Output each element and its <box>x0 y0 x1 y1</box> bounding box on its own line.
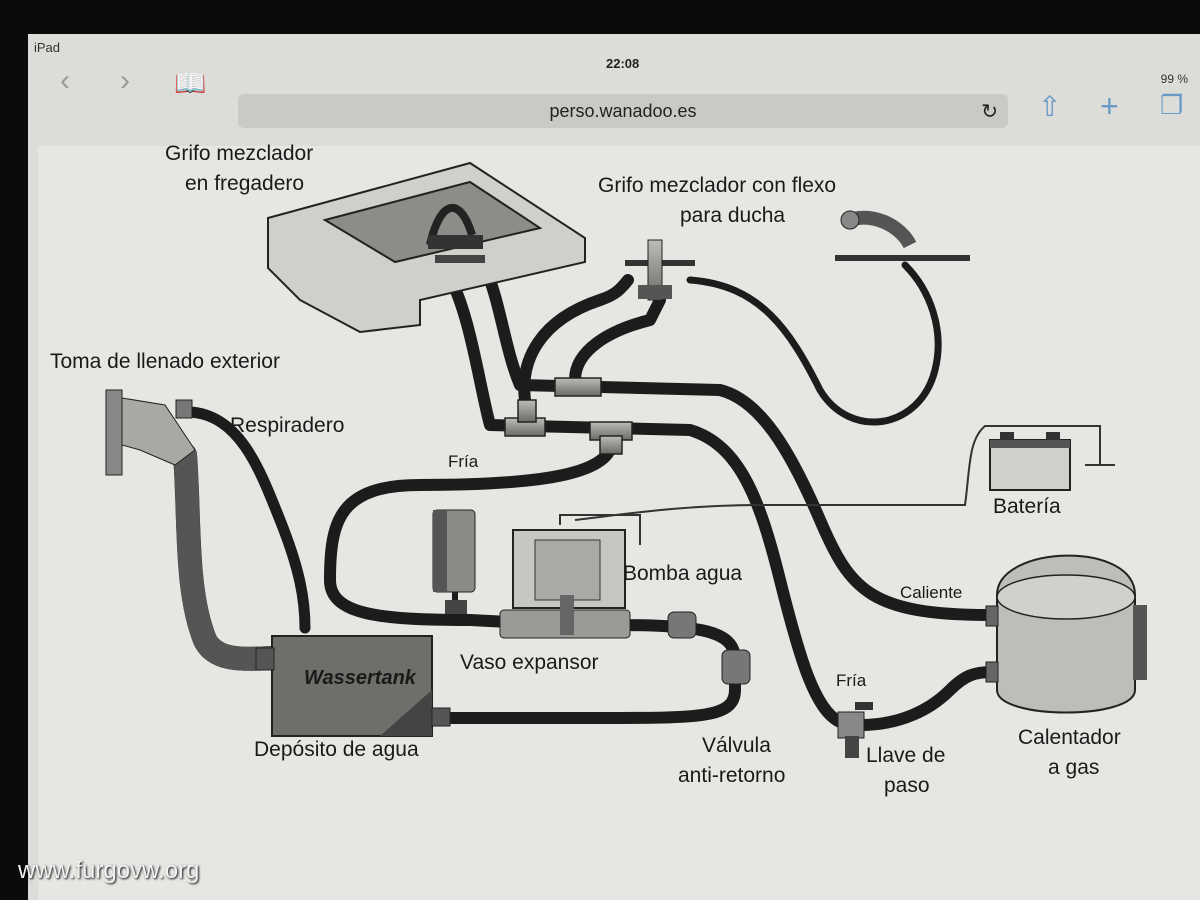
back-button[interactable]: ‹ <box>60 64 70 97</box>
fill-hose-ribs <box>173 443 282 671</box>
device-name: iPad <box>34 40 61 55</box>
browser-toolbar: ‹ › 📖 perso.wanadoo.es ↻ ⇧ + ❐ <box>28 60 1200 144</box>
status-bar: iPad 22:08 99 % <box>28 34 1200 86</box>
share-icon[interactable]: ⇧ <box>1038 91 1062 122</box>
battery-level: 99 % <box>1160 72 1188 86</box>
label-valve-1: Válvula <box>702 734 771 757</box>
tank-brand: Wassertank <box>304 667 417 689</box>
gas-heater <box>985 554 1147 714</box>
new-tab-icon[interactable]: + <box>1100 88 1119 124</box>
kitchen-sink <box>267 161 586 334</box>
label-tank: Depósito de agua <box>254 738 419 761</box>
web-content <box>38 146 1200 900</box>
cold-feed-hose <box>324 439 618 628</box>
hot-main-hose <box>479 262 996 621</box>
watermark: www.furgovw.org <box>18 857 200 884</box>
sink-faucet <box>426 203 476 246</box>
label-valve-2: anti-retorno <box>678 764 785 787</box>
label-sink-2: en fregadero <box>185 172 304 195</box>
label-expansion: Vaso expansor <box>460 651 599 674</box>
shower-mixer <box>625 239 695 301</box>
battery-wiring <box>559 425 1115 545</box>
shower-cold-hose <box>518 274 634 406</box>
url-text: perso.wanadoo.es <box>549 101 697 121</box>
fill-inlet <box>105 389 196 476</box>
battery-box <box>989 432 1071 491</box>
tabs-icon[interactable]: ❐ <box>1160 90 1184 120</box>
label-shower-2: para ducha <box>680 204 785 227</box>
bookmarks-icon[interactable]: 📖 <box>174 68 207 98</box>
label-hot: Caliente <box>900 583 962 602</box>
label-battery: Batería <box>993 495 1061 518</box>
label-shower-1: Grifo mezclador con flexo <box>598 174 836 197</box>
label-sink-1: Grifo mezclador <box>165 142 313 165</box>
reload-icon[interactable]: ↻ <box>981 101 998 123</box>
label-heater-2: a gas <box>1048 756 1099 779</box>
clock: 22:08 <box>606 56 640 71</box>
forward-button[interactable]: › <box>120 64 130 97</box>
address-bar[interactable]: perso.wanadoo.es ↻ <box>238 94 1008 128</box>
water-pump <box>499 529 631 639</box>
pipe-fittings <box>504 377 633 455</box>
label-cold-bottom: Fría <box>836 671 867 690</box>
label-stopcock-1: Llave de <box>866 744 945 767</box>
heater-cold-hose <box>854 666 998 731</box>
vent-hose <box>184 406 311 634</box>
stopcock <box>837 702 873 758</box>
label-stopcock-2: paso <box>884 774 930 797</box>
check-valve <box>667 611 751 685</box>
label-fill-inlet: Toma de llenado exterior <box>50 350 280 373</box>
label-pump: Bomba agua <box>623 562 742 585</box>
water-tank: Wassertank <box>255 635 451 737</box>
shower-head <box>835 210 970 261</box>
shower-hot-hose <box>569 294 666 386</box>
label-heater-1: Calentador <box>1018 726 1121 749</box>
expansion-vessel <box>432 509 476 614</box>
shower-flex-hose <box>686 261 942 426</box>
cold-main-hose <box>439 262 846 728</box>
label-cold-top: Fría <box>448 452 479 471</box>
label-vent: Respiradero <box>230 414 344 437</box>
